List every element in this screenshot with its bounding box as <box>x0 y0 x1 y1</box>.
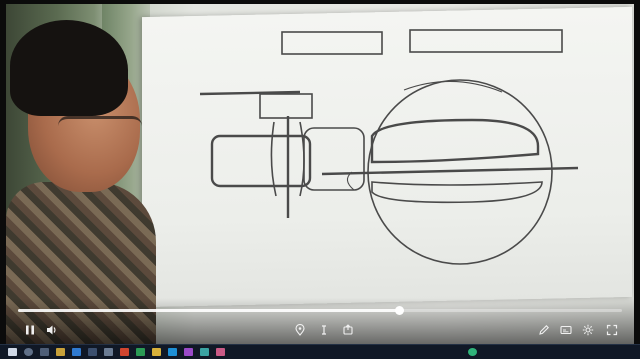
progress-fill <box>18 309 399 312</box>
volume-icon <box>47 325 56 335</box>
title-box-right <box>409 29 563 53</box>
start-icon[interactable] <box>8 348 17 356</box>
app-icon[interactable] <box>168 348 177 356</box>
share-icon <box>343 324 353 335</box>
pin-icon <box>295 323 305 336</box>
browser-icon[interactable] <box>72 348 81 356</box>
title-box-left <box>281 31 383 55</box>
video-frame[interactable] <box>6 4 634 344</box>
edit-button[interactable] <box>536 324 552 338</box>
rod-connector <box>346 171 355 191</box>
tray-status-icon[interactable] <box>468 348 477 356</box>
media-icon[interactable] <box>120 348 129 356</box>
explorer-icon[interactable] <box>56 348 65 356</box>
rod-upper <box>370 118 540 164</box>
fullscreen-button[interactable] <box>604 324 620 338</box>
presenter <box>6 4 176 344</box>
progress-thumb[interactable] <box>394 306 404 315</box>
presenter-hair <box>10 20 128 116</box>
axis-line <box>321 166 579 176</box>
app-icon[interactable] <box>200 348 209 356</box>
progress-bar[interactable] <box>18 306 622 315</box>
heading-underline <box>199 90 301 96</box>
cylinder-shape <box>270 121 305 197</box>
whiteboard-diagram <box>199 29 579 265</box>
mail-icon[interactable] <box>104 348 113 356</box>
search-icon[interactable] <box>24 348 33 356</box>
label-box <box>259 93 313 119</box>
controls-overlay <box>6 298 634 344</box>
gear-icon <box>582 324 594 336</box>
info-button[interactable] <box>316 324 332 338</box>
rod-lower <box>371 181 543 204</box>
presenter-glasses <box>58 116 142 137</box>
settings-button[interactable] <box>580 324 596 338</box>
play-pause-button[interactable] <box>22 324 38 338</box>
fullscreen-icon <box>606 324 618 336</box>
captions-icon <box>560 325 572 335</box>
volume-button[interactable] <box>44 324 60 338</box>
app-icon[interactable] <box>216 348 225 356</box>
captions-button[interactable] <box>558 324 574 338</box>
sphere-top-arc <box>403 80 503 93</box>
app-icon[interactable] <box>184 348 193 356</box>
app-icon[interactable] <box>136 348 145 356</box>
location-button[interactable] <box>292 323 308 338</box>
taskbar <box>0 344 640 359</box>
pencil-icon <box>539 325 549 335</box>
pause-icon <box>26 325 34 335</box>
store-icon[interactable] <box>88 348 97 356</box>
app-icon[interactable] <box>152 348 161 356</box>
task-view-icon[interactable] <box>40 348 49 356</box>
info-icon <box>322 325 326 335</box>
share-button[interactable] <box>340 324 356 338</box>
middle-rounded-box <box>303 127 365 191</box>
video-player[interactable] <box>6 4 634 344</box>
left-rounded-box <box>210 134 312 188</box>
